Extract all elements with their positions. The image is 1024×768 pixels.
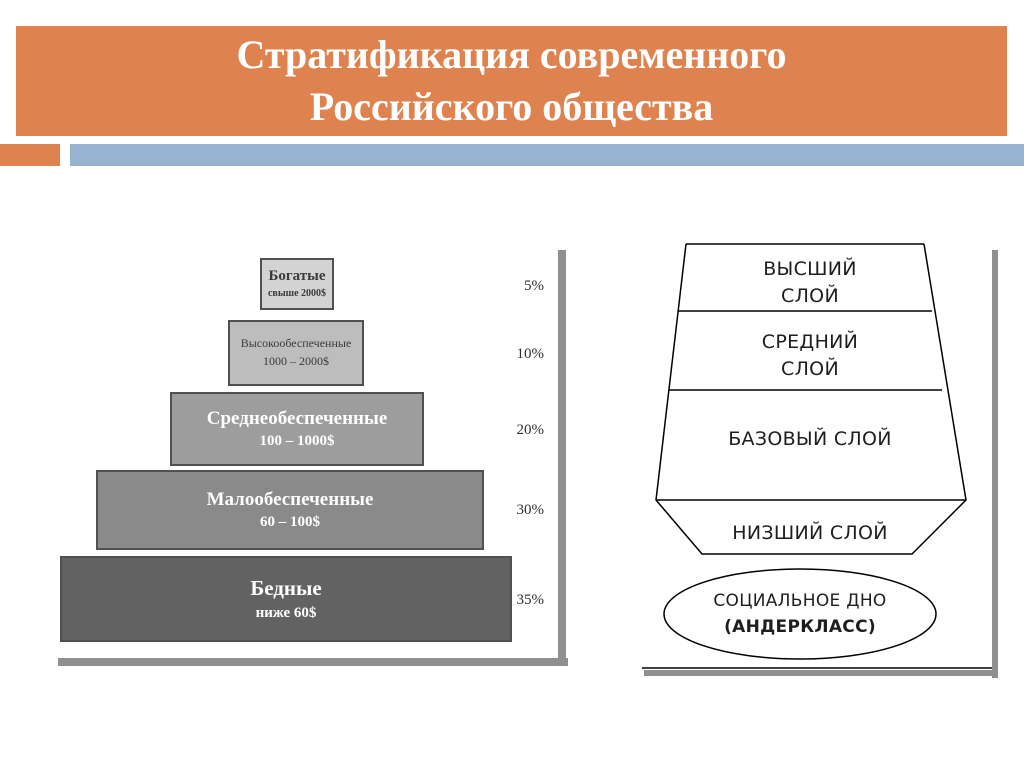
tier-percent-middle-income: 20%	[516, 422, 545, 438]
tier-percent-poor: 35%	[516, 592, 545, 608]
underclass-line: СОЦИАЛЬНОЕ ДНО	[713, 591, 887, 611]
accent-bar-blue	[70, 144, 1024, 166]
income-pyramid-figure: Богатые свыше 2000$ Высокообеспеченные 1…	[58, 246, 568, 668]
accent-bar-orange	[0, 144, 60, 166]
strata-diagram-figure: ВЫСШИЙ СЛОЙ СРЕДНИЙ СЛОЙ БАЗОВЫЙ СЛОЙ НИ…	[640, 238, 1000, 678]
tier-range: 60 – 100$	[260, 514, 320, 531]
tier-middle-income: Среднеобеспеченные 100 – 1000$	[170, 392, 424, 466]
stratum-middle-line: СРЕДНИЙ	[761, 331, 859, 353]
tier-range: свыше 2000$	[267, 288, 327, 300]
title-line-1: Стратификация современного	[236, 32, 787, 77]
slide-title: Стратификация современного Российского о…	[16, 26, 1007, 136]
tier-name: Высокообеспеченные	[240, 336, 352, 351]
tier-range: 1000 – 2000$	[263, 354, 329, 369]
figure-shadow-right	[992, 250, 998, 678]
tier-name: Богатые	[268, 267, 326, 284]
tier-percent-low-income: 30%	[516, 502, 545, 518]
stratum-underclass: СОЦИАЛЬНОЕ ДНО (АНДЕРКЛАСС)	[670, 588, 930, 640]
tier-poor: Бедные ниже 60$	[60, 556, 512, 642]
tier-percent-rich: 5%	[524, 278, 544, 294]
title-line-2: Российского общества	[309, 84, 714, 129]
underclass-ellipse	[663, 568, 937, 660]
figure-shadow-bottom	[58, 658, 568, 666]
strata-trapezoid	[655, 243, 967, 555]
tier-well-off: Высокообеспеченные 1000 – 2000$	[228, 320, 364, 386]
stratum-middle-line: СЛОЙ	[781, 358, 839, 380]
stratum-upper-line: СЛОЙ	[781, 285, 839, 307]
tier-range: 100 – 1000$	[259, 433, 335, 450]
tier-name: Среднеобеспеченные	[206, 407, 388, 429]
tier-name: Бедные	[250, 576, 322, 601]
strata-outline	[642, 243, 998, 678]
stratum-lower: НИЗШИЙ СЛОЙ	[732, 522, 888, 544]
stratum-upper: ВЫСШИЙ СЛОЙ	[700, 256, 920, 310]
stratum-middle: СРЕДНИЙ СЛОЙ	[700, 329, 920, 383]
underclass-line: (АНДЕРКЛАСС)	[724, 617, 876, 637]
figure-shadow-right	[558, 250, 566, 666]
stratum-base: БАЗОВЫЙ СЛОЙ	[728, 428, 892, 450]
tier-range: ниже 60$	[255, 604, 317, 621]
tier-name: Малообеспеченные	[206, 488, 374, 510]
tier-percent-well-off: 10%	[516, 346, 545, 362]
tier-low-income: Малообеспеченные 60 – 100$	[96, 470, 484, 550]
figure-shadow-bottom	[644, 670, 998, 676]
stratum-upper-line: ВЫСШИЙ	[763, 258, 857, 280]
tier-rich: Богатые свыше 2000$	[260, 258, 334, 310]
